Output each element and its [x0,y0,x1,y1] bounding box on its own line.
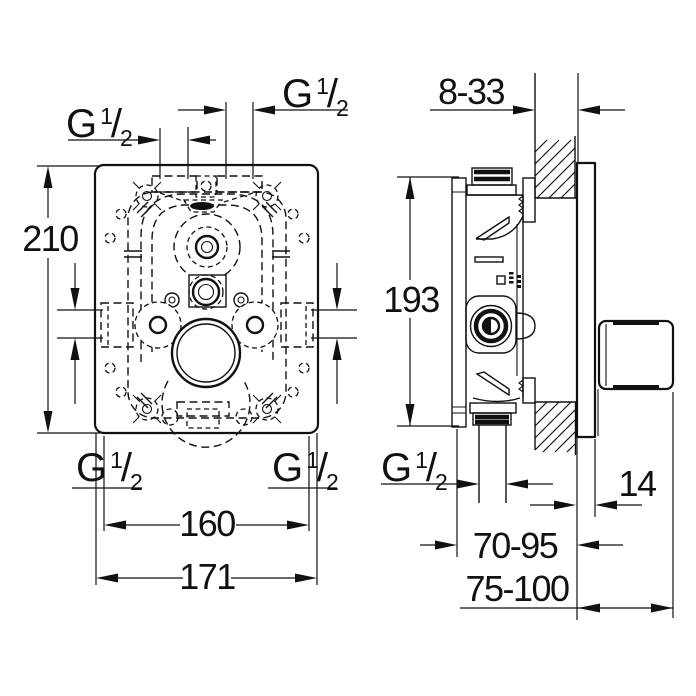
escutcheon-plate [575,161,597,439]
handle [597,319,675,436]
clip-slot-marks [124,201,290,409]
dimension-width: 171 [179,556,235,597]
top-port [466,167,517,196]
dimension-depth-max: 75-100 [465,568,569,609]
wall-section [534,73,577,455]
dimension-spacing: 160 [179,503,235,544]
clip-bar [474,256,504,263]
outlet-port [170,317,242,389]
side-port-left [100,302,134,348]
front-view [93,163,320,448]
tab-connectors [159,192,254,203]
wedge-lower [475,371,510,397]
plaster-shield-tabs [518,177,536,404]
dimension-plate-thickness: 14 [618,463,656,504]
mounting-plate-dashed [127,191,287,419]
dimension-height-front: 210 [22,218,78,259]
flow-marking-square [496,275,506,285]
dimension-arrows-front [43,105,342,583]
logo-plate [182,199,224,213]
outlet-arc [161,380,251,448]
valve-spindle [188,274,227,310]
side-view [451,73,675,503]
wall-hatching-upper [534,139,576,199]
dimension-height-side: 193 [383,279,439,320]
dimension-mounting-depth: 8-33 [438,71,505,112]
back-plate [451,177,467,428]
side-port-right [280,302,314,348]
inlet-tab-right [216,175,263,193]
dimension-arrows-side [405,105,673,613]
thermostat-knob [173,213,241,281]
inlet-tab-left [151,175,198,193]
wedge-upper [475,215,510,241]
housing-arc-outer [140,193,274,362]
side-port-profile [465,295,536,354]
center-tab [195,175,217,198]
cartridge-dome [476,215,524,240]
flow-marking-text [509,272,521,288]
valve-body-outline [93,163,320,435]
corner-bosses [132,181,282,426]
bottom-tab [176,401,230,417]
brand-logo-mark [190,202,214,210]
wall-hatching-lower [534,401,576,453]
bottom-port [469,402,517,503]
dimension-depth-min: 70-95 [473,525,558,566]
side-bosses [104,208,310,398]
